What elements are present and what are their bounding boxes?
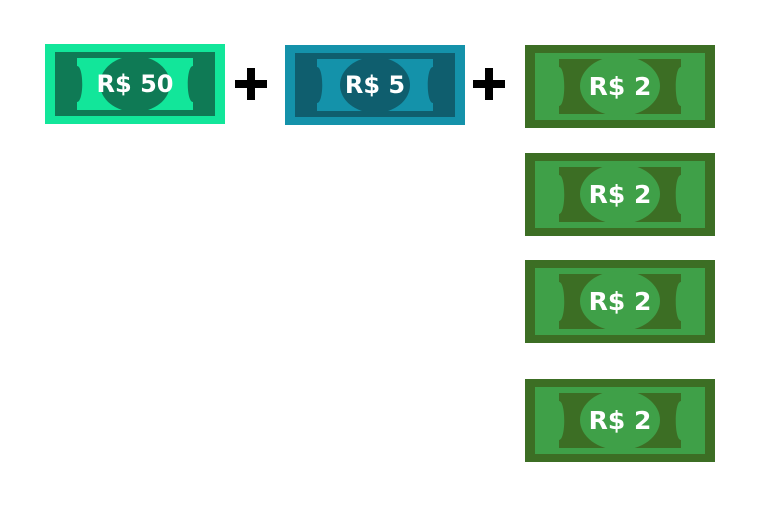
banknote-5: R$ 5 xyxy=(285,45,465,125)
bill-center-oval xyxy=(100,56,170,112)
bill-value-label: R$ 2 xyxy=(589,180,652,209)
plus-icon xyxy=(233,66,269,102)
plus-icon xyxy=(471,66,507,102)
bill-center-oval xyxy=(580,390,660,450)
bill-value-label: R$ 5 xyxy=(345,71,405,99)
bill-value-label: R$ 2 xyxy=(589,287,652,316)
banknote-2: R$ 2 xyxy=(525,153,715,236)
banknote-2: R$ 2 xyxy=(525,45,715,128)
bill-center-oval xyxy=(580,56,660,116)
banknote-2: R$ 2 xyxy=(525,260,715,343)
banknote-50: R$ 50 xyxy=(45,44,225,124)
bill-center-oval xyxy=(580,271,660,331)
bill-value-label: R$ 2 xyxy=(589,406,652,435)
bill-value-label: R$ 50 xyxy=(97,70,174,98)
bill-value-label: R$ 2 xyxy=(589,72,652,101)
banknote-2: R$ 2 xyxy=(525,379,715,462)
bill-center-oval xyxy=(580,164,660,224)
bill-center-oval xyxy=(340,57,410,113)
